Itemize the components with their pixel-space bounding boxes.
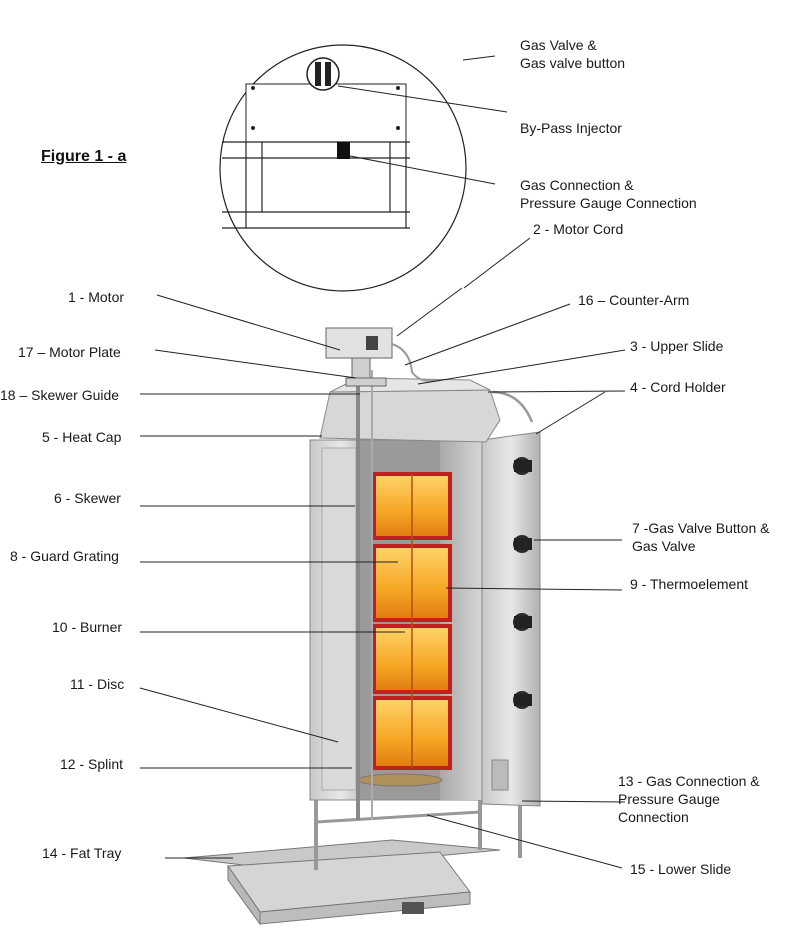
label-thermoelement: 9 - Thermoelement [630, 576, 749, 592]
label-gas-connection: 13 - Gas Connection & Pressure Gauge Con… [618, 772, 760, 826]
label-gas-connection-line3: Connection [618, 809, 689, 825]
label-skewer: 6 - Skewer [54, 490, 121, 506]
leader-lines [139, 55, 626, 869]
label-fat-tray: 14 - Fat Tray [42, 845, 122, 861]
label-guard-grating: 8 - Guard Grating [10, 548, 119, 564]
valve-knobs [513, 457, 532, 709]
label-cord-holder: 4 - Cord Holder [630, 379, 726, 395]
inset-label-gas-connection-line1: Gas Connection & [520, 177, 634, 193]
inset-label-bypass: By-Pass Injector [520, 120, 622, 136]
inset-detail [219, 44, 467, 292]
label-gas-connection-line2: Pressure Gauge [618, 791, 720, 807]
label-counter-arm: 16 – Counter-Arm [578, 292, 690, 308]
inset-bypass-injector [337, 142, 350, 159]
label-motor: 1 - Motor [68, 289, 125, 305]
gyro-machine [183, 327, 541, 926]
inset-label-gas-valve: Gas Valve & Gas valve button [520, 36, 625, 72]
label-skewer-guide: 18 – Skewer Guide [0, 387, 120, 403]
inset-label-gas-valve-line1: Gas Valve & [520, 37, 597, 53]
label-motor-cord: 2 - Motor Cord [533, 221, 624, 237]
label-gas-valve-button-line2: Gas Valve [632, 538, 696, 554]
label-motor-plate: 17 – Motor Plate [18, 344, 121, 360]
inset-label-gas-connection: Gas Connection & Pressure Gauge Connecti… [520, 176, 697, 212]
inset-valve-knob [306, 57, 340, 91]
inset-label-gas-connection-line2: Pressure Gauge Connection [520, 195, 697, 211]
label-lower-slide: 15 - Lower Slide [630, 861, 732, 877]
inset-label-gas-valve-line2: Gas valve button [520, 55, 626, 71]
label-heat-cap: 5 - Heat Cap [42, 429, 122, 445]
label-upper-slide: 3 - Upper Slide [630, 338, 724, 354]
figure-title: Figure 1 - a [41, 148, 127, 165]
label-disc: 11 - Disc [70, 676, 125, 692]
label-gas-valve-button: 7 -Gas Valve Button & Gas Valve [632, 519, 769, 555]
burners [372, 472, 452, 770]
label-gas-valve-button-line1: 7 -Gas Valve Button & [632, 520, 770, 536]
label-burner: 10 - Burner [52, 619, 123, 635]
label-gas-connection-line1: 13 - Gas Connection & [618, 773, 760, 789]
label-splint: 12 - Splint [60, 756, 124, 772]
